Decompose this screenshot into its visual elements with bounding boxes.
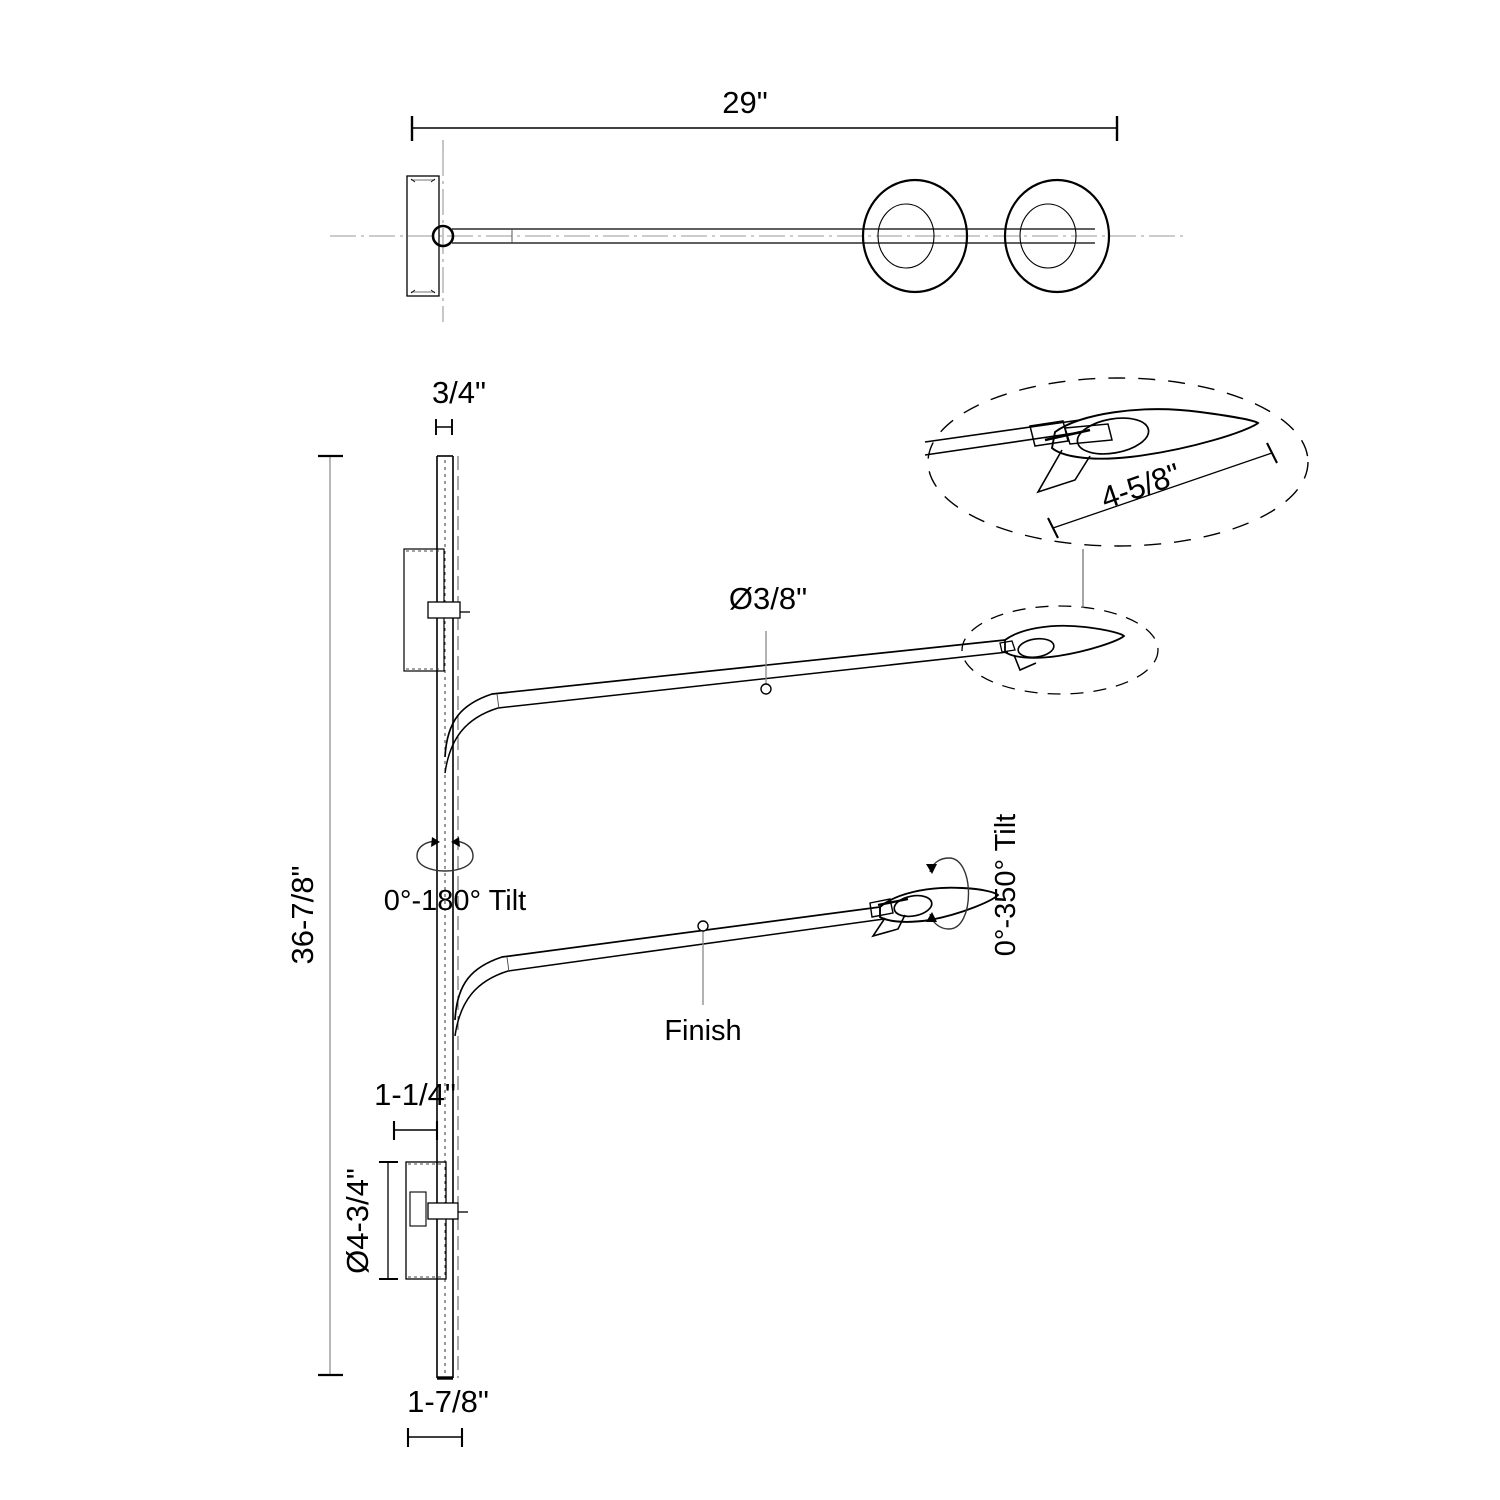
- upper-bracket: [403, 548, 470, 672]
- top-view-pivot-hub: [431, 224, 455, 248]
- dimension-rod-diameter: [435, 419, 453, 435]
- dimension-label-overall-width: 29": [722, 85, 768, 120]
- rotation-indicator-head: [926, 857, 970, 930]
- dimension-overall-height: [318, 454, 343, 1377]
- dimension-label-arm-diameter: Ø3/8": [729, 581, 807, 616]
- vertical-rod: [436, 455, 459, 1380]
- leader-finish: [697, 920, 709, 1005]
- top-view: 29": [330, 85, 1185, 322]
- top-view-wall-plate: [406, 175, 440, 297]
- dimension-label-base-depth: 1-7/8": [407, 1384, 489, 1419]
- dimension-overall-width: [410, 116, 1119, 170]
- leader-arm-diameter: [760, 631, 772, 695]
- lower-swing-arm: [454, 906, 885, 1037]
- detail-bubble-magnified: 4-5/8": [924, 377, 1309, 547]
- detail-bubble-source: [961, 605, 1159, 695]
- upper-swing-arm: [444, 639, 1009, 774]
- top-view-shade-right: [1003, 178, 1111, 294]
- upper-shade-head: [999, 624, 1126, 672]
- annotation-tilt-pole: 0°-180° Tilt: [384, 885, 526, 917]
- annotation-tilt-head: 0°-350° Tilt: [990, 814, 1022, 956]
- dimension-label-shade-length: 4-5/8": [1096, 456, 1185, 516]
- lower-bracket: [405, 1161, 468, 1280]
- dimension-shade-length: [1047, 442, 1278, 539]
- lower-shade-head: [869, 886, 1000, 938]
- dimension-label-canopy-depth: 1-1/4": [374, 1077, 456, 1112]
- rotation-indicator-pole: [416, 837, 474, 872]
- annotation-finish: Finish: [664, 1015, 741, 1047]
- elevation-view: 3/4" 36-7/8": [285, 375, 1309, 1447]
- dimension-label-overall-height: 36-7/8": [285, 866, 320, 965]
- dimension-base-depth: [406, 1428, 464, 1447]
- dimension-canopy-depth: [392, 1121, 439, 1140]
- dimension-canopy-diameter: [379, 1160, 398, 1281]
- top-view-shade-left: [861, 178, 969, 294]
- top-view-arm: [452, 228, 1095, 244]
- dimension-label-canopy-diameter: Ø4-3/4": [340, 1168, 375, 1274]
- dimension-label-rod-diameter: 3/4": [432, 375, 486, 410]
